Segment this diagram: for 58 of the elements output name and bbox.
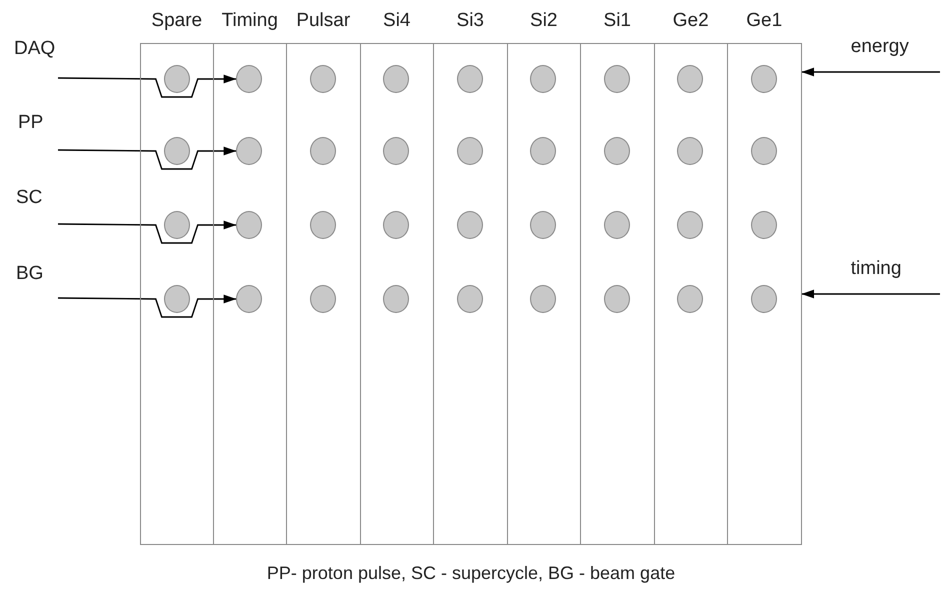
indicator-circle (530, 137, 556, 165)
indicator-circle (456, 211, 483, 239)
indicator-circle (383, 65, 410, 93)
indicator-circle (164, 285, 190, 313)
indicator-circle (604, 65, 630, 93)
indicator-circle (236, 211, 262, 239)
column-heading: Ge1 (745, 10, 784, 32)
column-heading: Ge2 (672, 10, 710, 32)
indicator-circle (383, 211, 410, 239)
indicator-circle (456, 285, 483, 313)
indicator-circle (677, 65, 704, 93)
indicator-circle (310, 65, 336, 93)
indicator-circle (164, 211, 190, 239)
indicator-circle (750, 285, 777, 313)
indicator-circle (164, 65, 190, 93)
column-heading: Si1 (602, 10, 632, 32)
indicator-circle (164, 137, 190, 165)
indicator-circle (750, 211, 777, 239)
arrow (58, 74, 236, 98)
column-heading: Si3 (456, 10, 485, 32)
indicator-circle (604, 211, 630, 239)
indicator-circle (530, 285, 556, 313)
indicator-circle (236, 137, 262, 165)
signal-label: BG (16, 263, 58, 298)
indicator-circle (383, 137, 410, 165)
edge-label: energy (850, 36, 909, 58)
indicator-circle (383, 285, 410, 313)
column-heading: Timing (220, 10, 279, 32)
indicator-circle (604, 285, 630, 313)
caption: PP- proton pulse, SC - supercycle, BG - beam gate (266, 563, 676, 584)
arrow (802, 290, 940, 298)
indicator-circle (677, 137, 704, 165)
indicator-circle (677, 211, 704, 239)
signal-label: DAQ (14, 38, 58, 78)
indicator-circle (310, 211, 336, 239)
indicator-circle (530, 211, 556, 239)
indicator-circle (677, 285, 704, 313)
indicator-circle (236, 65, 262, 93)
indicator-circle (236, 285, 262, 313)
indicator-circle (310, 137, 336, 165)
indicator-circle (750, 137, 777, 165)
arrow (58, 294, 236, 318)
arrow (802, 68, 940, 76)
indicator-circle (456, 65, 483, 93)
arrow (58, 146, 236, 170)
column-heading: Spare (150, 10, 204, 32)
indicator-circle (530, 65, 556, 93)
indicator-circle (456, 137, 483, 165)
column-heading: Si4 (382, 10, 412, 32)
column-heading: Pulsar (295, 10, 352, 32)
signal-label: PP (18, 112, 58, 150)
indicator-circle (604, 137, 630, 165)
edge-label: timing (850, 258, 902, 280)
indicator-circle (310, 285, 336, 313)
indicator-circle (750, 65, 777, 93)
signal-label: SC (16, 187, 58, 224)
column-heading: Si2 (529, 10, 558, 32)
arrow (58, 220, 236, 244)
